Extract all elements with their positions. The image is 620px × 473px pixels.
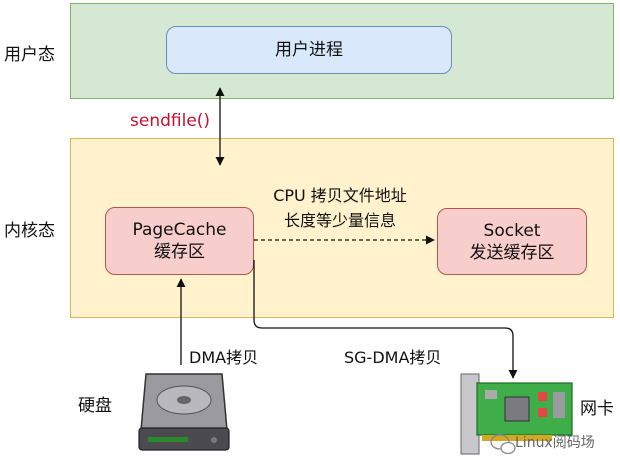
page-cache-subtitle: 缓存区 <box>154 242 205 262</box>
socket-buffer-subtitle: 发送缓存区 <box>469 242 555 263</box>
page-cache-title: PageCache <box>132 220 227 240</box>
network-card-icon <box>460 373 573 455</box>
socket-buffer-box: Socket 发送缓存区 <box>437 208 587 275</box>
sg-dma-copy-label: SG-DMA拷贝 <box>344 348 442 367</box>
watermark-text: Linux阅码场 <box>515 435 595 451</box>
dma-copy-label: DMA拷贝 <box>189 348 259 367</box>
hard-disk-label: 硬盘 <box>78 396 112 416</box>
user-process-label: 用户进程 <box>275 40 343 60</box>
wechat-icon <box>490 434 516 455</box>
sg-dma-copy-arrow <box>253 260 518 379</box>
sendfile-label: sendfile() <box>130 111 211 131</box>
watermark: Linux阅码场 <box>515 432 595 452</box>
user-space-label: 用户态 <box>4 45 55 65</box>
cpu-copy-note-line2: 长度等少量信息 <box>283 211 396 230</box>
user-process-box: 用户进程 <box>166 26 452 74</box>
cpu-copy-note: CPU 拷贝文件地址 长度等少量信息 <box>252 183 428 233</box>
hard-disk-icon <box>138 373 230 451</box>
socket-buffer-title: Socket <box>483 220 541 241</box>
cpu-copy-note-line1: CPU 拷贝文件地址 <box>273 186 407 205</box>
page-cache-box: PageCache 缓存区 <box>105 207 254 275</box>
kernel-space-label: 内核态 <box>4 221 55 241</box>
network-card-label: 网卡 <box>580 399 614 419</box>
